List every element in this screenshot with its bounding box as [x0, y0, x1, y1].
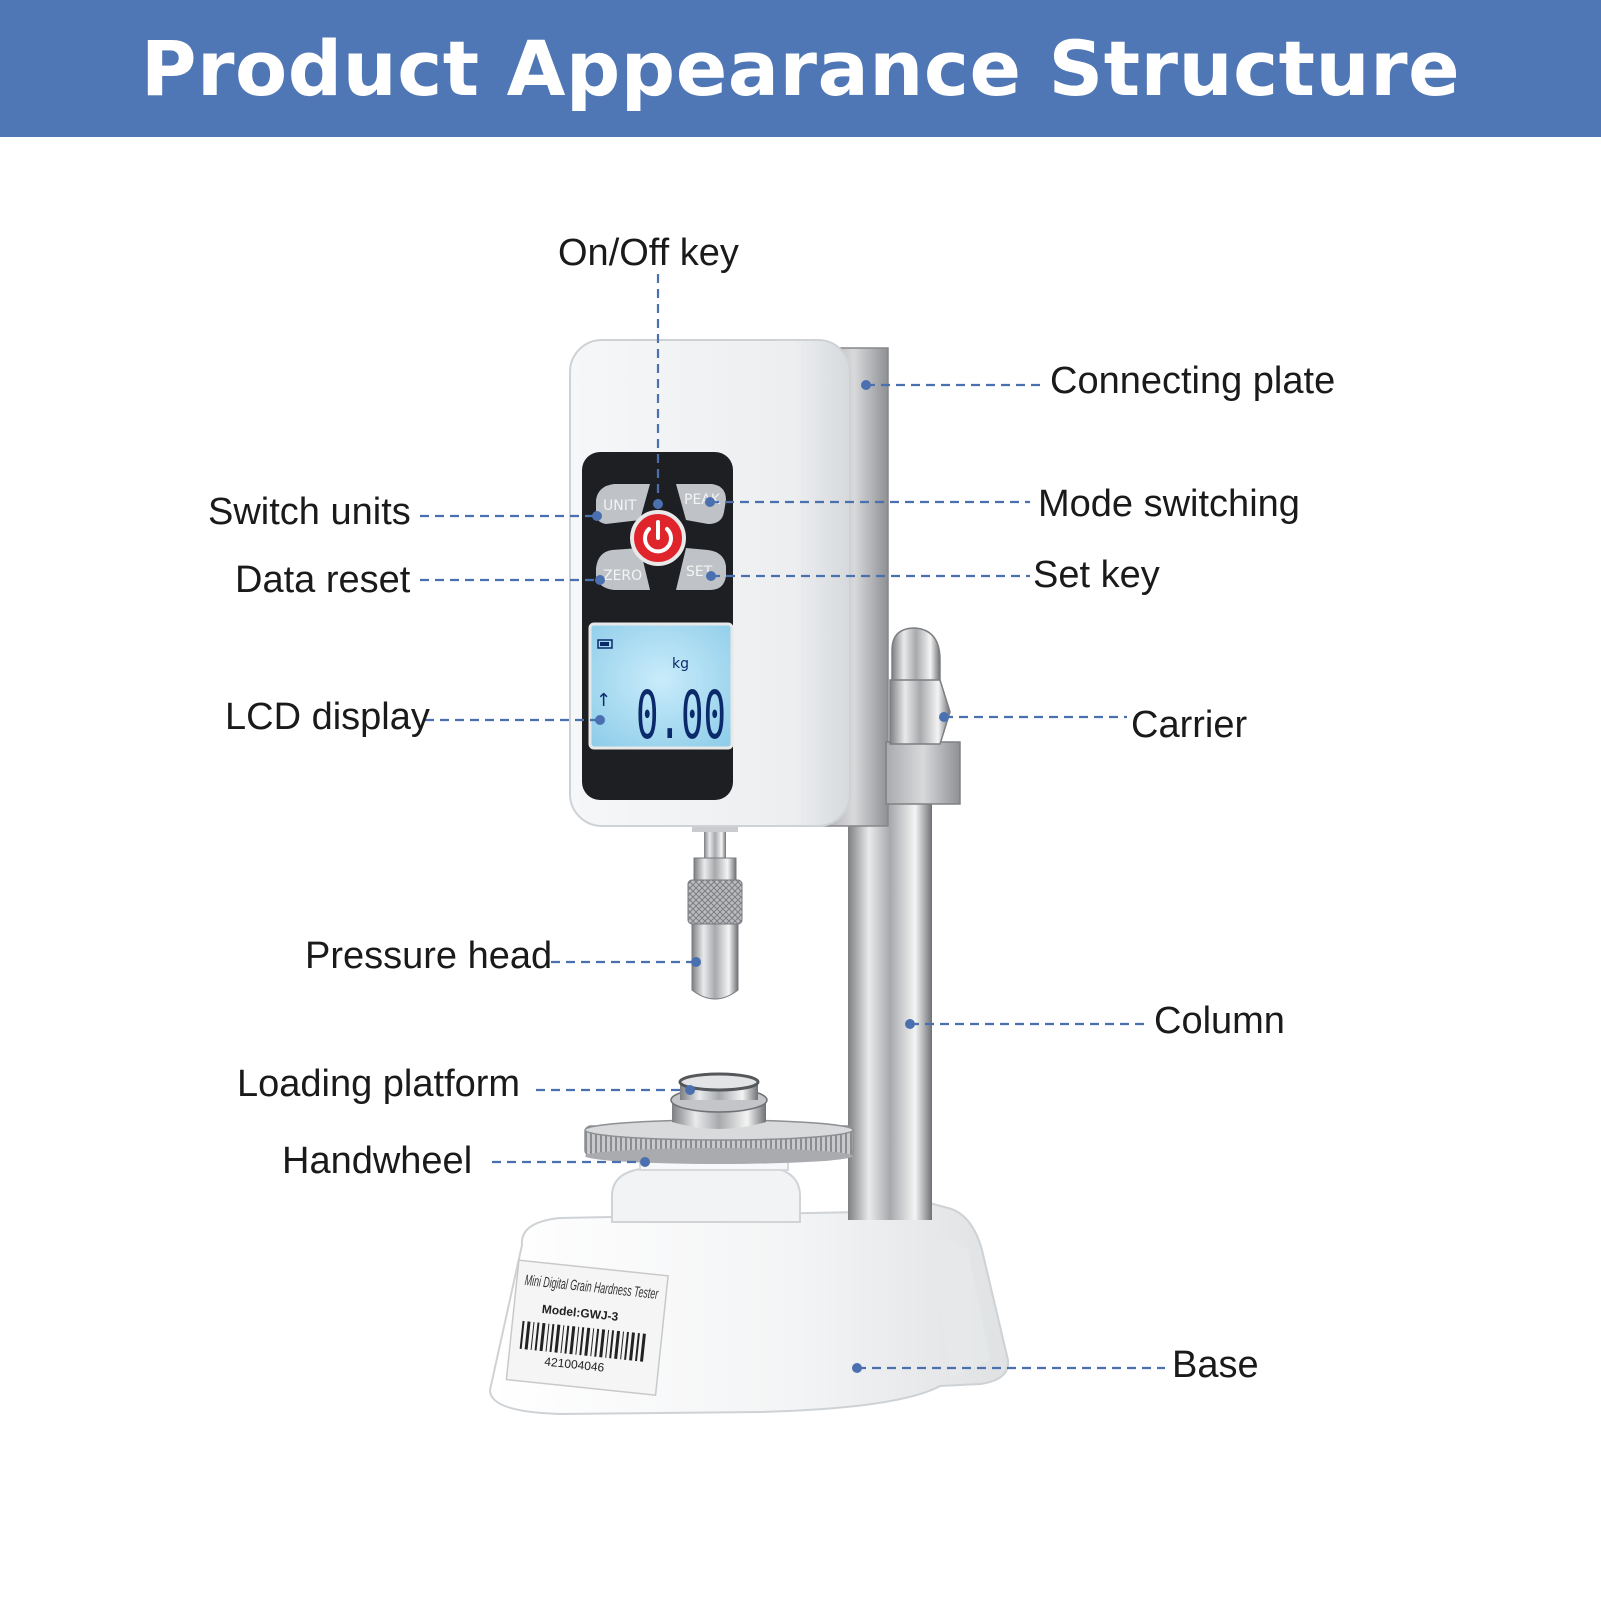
label-handwheel: Handwheel — [282, 1140, 473, 1182]
zero-key[interactable]: ZERO — [603, 568, 642, 584]
lcd-unit: kg — [672, 656, 689, 672]
pressure-head — [687, 822, 743, 1000]
leader-endpoints — [592, 380, 949, 1373]
barcode — [519, 1320, 646, 1362]
label-pressure-head: Pressure head — [305, 935, 553, 977]
battery-icon — [597, 639, 613, 649]
column — [848, 800, 932, 1220]
sticker-serial: 421004046 — [544, 1354, 606, 1374]
label-carrier: Carrier — [1131, 704, 1248, 746]
lcd-reading: 0.00 — [636, 677, 726, 754]
product-label-sticker: Mini Digital Grain Hardness Tester Model… — [505, 1259, 669, 1397]
lcd-screen: kg ↑ 0.00 — [588, 622, 734, 754]
label-connecting-plate: Connecting plate — [1050, 360, 1336, 402]
label-mode-switching: Mode switching — [1038, 483, 1300, 525]
page-title: Product Appearance Structure — [140, 24, 1461, 113]
power-icon — [643, 520, 673, 554]
label-lcd-display: LCD display — [225, 696, 430, 738]
peak-key[interactable]: PEAK — [684, 492, 721, 508]
label-switch-units: Switch units — [208, 491, 411, 533]
label-on-off-key: On/Off key — [558, 232, 739, 274]
label-loading-platform: Loading platform — [237, 1063, 521, 1105]
leader-lines — [420, 274, 1165, 1370]
carrier — [885, 627, 961, 805]
title-banner: Product Appearance Structure — [0, 0, 1601, 137]
loading-platform — [670, 1072, 768, 1129]
label-column: Column — [1154, 1000, 1285, 1042]
label-data-reset: Data reset — [235, 559, 411, 601]
direction-arrow-icon: ↑ — [596, 690, 611, 711]
label-base: Base — [1172, 1344, 1259, 1386]
unit-key[interactable]: UNIT — [603, 498, 637, 514]
label-set-key: Set key — [1033, 554, 1160, 596]
force-gauge: UNIT PEAK ZERO SET kg ↑ 0.00 — [569, 339, 851, 827]
handwheel — [584, 1119, 854, 1164]
